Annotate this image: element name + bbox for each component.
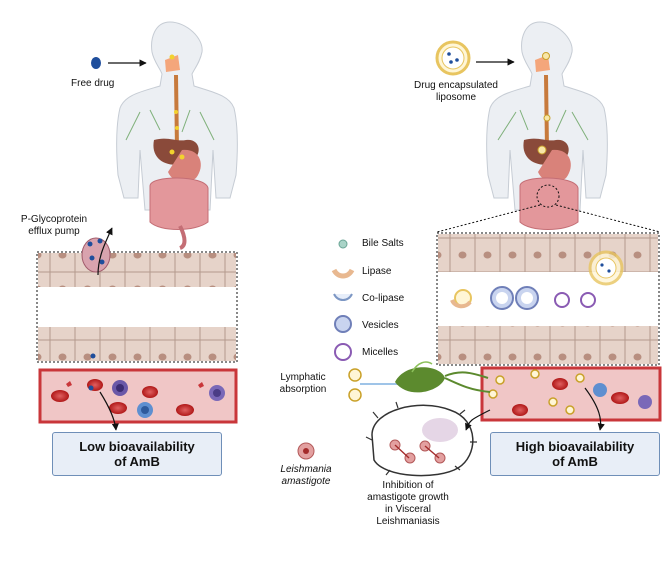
left-blood-vessel — [38, 368, 238, 431]
low-bioavailability-line1: Low bioavailability — [79, 439, 195, 454]
left-human-figure — [116, 21, 238, 250]
lymphatic-vessel — [348, 361, 491, 402]
legend-vesicles: Vesicles — [362, 320, 399, 331]
liposome-icon — [435, 40, 471, 76]
micelle-icon — [334, 343, 352, 361]
left-epithelium-box — [36, 227, 238, 363]
right-blood-vessel — [480, 366, 662, 431]
zoom-line-left — [436, 204, 541, 233]
pgp-pump-label: P-Glycoprotein efflux pump — [6, 214, 102, 238]
lymphatic-label-line2: absorption — [279, 384, 327, 395]
legend-bile-salts: Bile Salts — [362, 238, 404, 249]
legend-co-lipase: Co-lipase — [362, 293, 405, 304]
inhibition-label-line1: Inhibition of — [382, 480, 434, 491]
mouth-icon — [165, 55, 180, 72]
leishmania-amastigote-label: Leishmania amastigote — [262, 464, 350, 488]
pgp-pump-label-line2: efflux pump — [28, 226, 80, 237]
low-bioavailability-line2: of AmB — [114, 454, 160, 469]
lymphatic-absorption-label: Lymphatic absorption — [265, 372, 341, 396]
inhibition-label-line2: amastigote growth — [367, 492, 449, 503]
inhibition-label: Inhibition of amastigote growth in Visce… — [352, 480, 464, 528]
leishmania-amastigote-nucleus — [303, 448, 309, 454]
liposome-label-line1: Drug encapsulated — [414, 80, 498, 91]
zoom-circle — [536, 184, 560, 208]
co-lipase-icon — [333, 293, 353, 301]
liposome-label: Drug encapsulated liposome — [408, 80, 504, 104]
lipase-icon — [331, 268, 355, 279]
vesicle-icon — [334, 315, 352, 333]
low-bioavailability-box: Low bioavailability of AmB — [52, 432, 222, 476]
right-human-figure — [486, 21, 608, 230]
leishmania-label-line1: Leishmania — [280, 464, 332, 475]
liposome-label-line2: liposome — [435, 92, 477, 103]
leishmania-label-line2: amastigote — [281, 476, 331, 487]
high-bioavailability-line2: of AmB — [552, 454, 598, 469]
leishmania-parasite-cell — [365, 401, 491, 477]
zoom-line-right — [555, 204, 661, 233]
lymph-vessels-left — [125, 109, 215, 141]
right-epithelium-box — [436, 232, 660, 366]
inhibition-label-line3: in Visceral — [385, 504, 431, 515]
inhibition-label-line4: Leishmaniasis — [376, 516, 440, 527]
legend-micelles: Micelles — [362, 347, 399, 358]
high-bioavailability-box: High bioavailability of AmB — [490, 432, 660, 476]
legend-lipase: Lipase — [362, 266, 392, 277]
free-drug-icon — [91, 57, 101, 69]
bile-salt-icon — [338, 239, 348, 249]
lymphatic-label-line1: Lymphatic — [280, 372, 326, 383]
high-bioavailability-line1: High bioavailability — [515, 439, 635, 454]
pgp-pump-label-line1: P-Glycoprotein — [20, 214, 88, 225]
free-drug-label: Free drug — [71, 78, 115, 89]
stomach-icon — [168, 149, 201, 183]
intestine-icon — [149, 177, 209, 230]
